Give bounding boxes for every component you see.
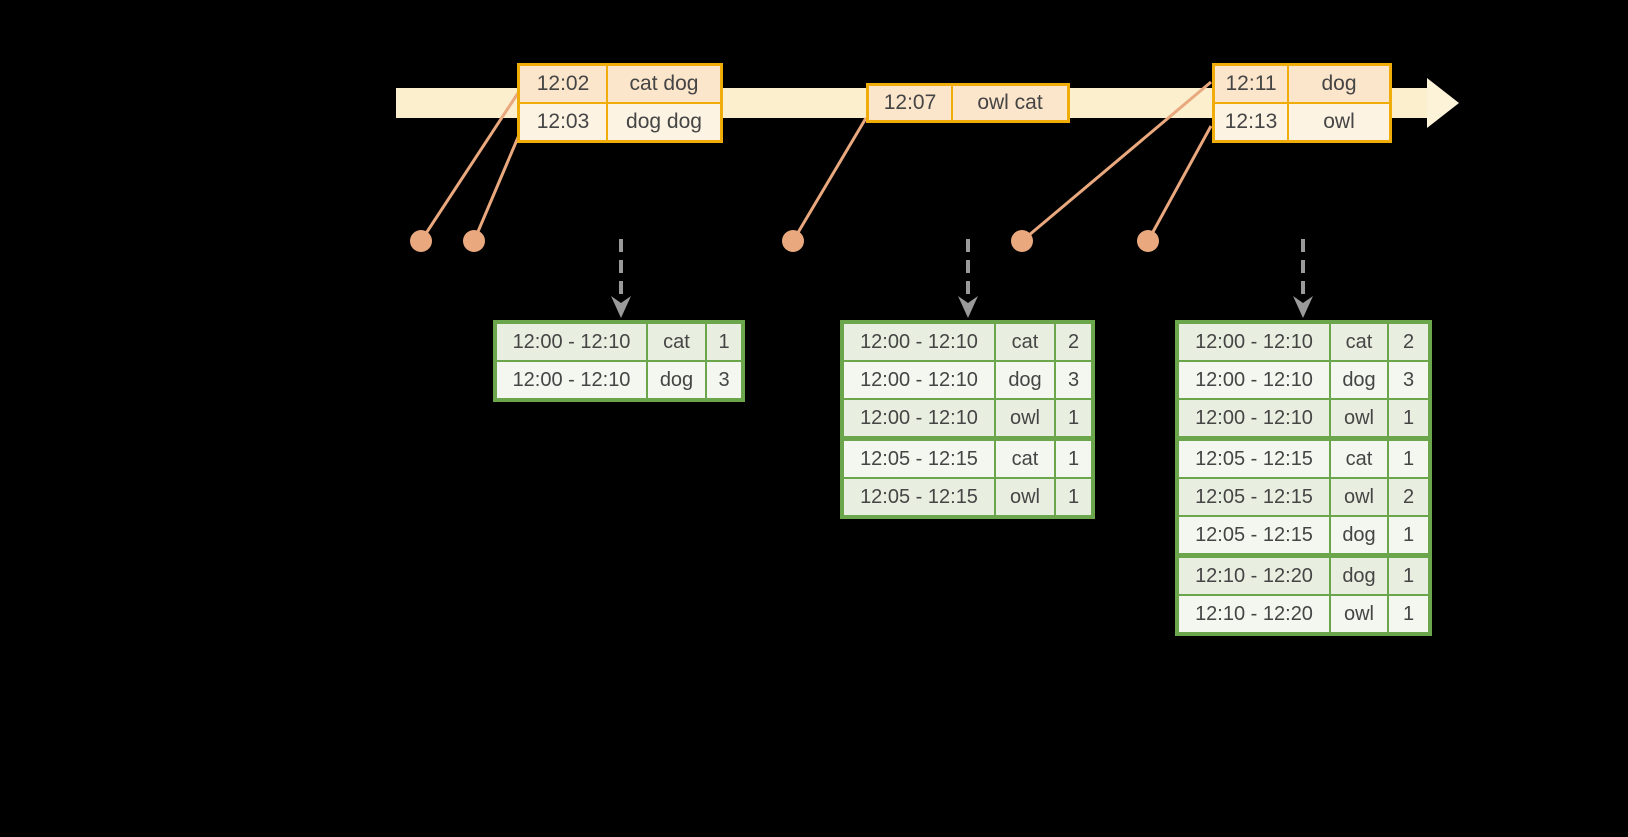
dashed-arrows [619,239,1305,299]
window-cell: 12:00 - 12:10 [1179,324,1329,360]
table-row: 12:05 - 12:15 owl 2 [1179,479,1428,515]
event-dot [782,230,804,252]
count-cell: 1 [1389,400,1428,436]
connector-line [472,127,524,242]
table-row: 12:05 - 12:15 cat 1 [1179,441,1428,477]
count-cell: 2 [1389,324,1428,360]
event-dots [410,230,1159,252]
count-cell: 3 [1389,362,1428,398]
count-cell: 3 [707,362,741,398]
table-row: 12:00 - 12:10 owl 1 [844,400,1091,436]
event-words-cell: cat dog [608,66,720,102]
event-words-cell: dog dog [608,104,720,140]
event-time-cell: 12:02 [520,66,606,102]
event-dot [463,230,485,252]
table-row: 12:10 - 12:20 dog 1 [1179,558,1428,594]
event-time-cell: 12:11 [1215,66,1287,102]
event-words-cell: dog [1289,66,1389,102]
result-table-1: 12:00 - 12:10 cat 1 12:00 - 12:10 dog 3 [493,320,745,402]
word-cell: owl [1331,400,1387,436]
connector-line [1021,80,1212,243]
connector-lines [419,80,1213,243]
event-dot [1011,230,1033,252]
word-cell: owl [1331,479,1387,515]
window-cell: 12:00 - 12:10 [844,362,994,398]
window-cell: 12:00 - 12:10 [497,324,646,360]
window-cell: 12:10 - 12:20 [1179,558,1329,594]
result-table-3: 12:00 - 12:10 cat 2 12:00 - 12:10 dog 3 … [1175,320,1432,636]
window-cell: 12:00 - 12:10 [1179,362,1329,398]
result-table-2: 12:00 - 12:10 cat 2 12:00 - 12:10 dog 3 … [840,320,1095,519]
table-row: 12:00 - 12:10 cat 1 [497,324,741,360]
window-cell: 12:05 - 12:15 [844,441,994,477]
event-words-cell: owl cat [953,86,1067,120]
table-row: 12:05 - 12:15 owl 1 [844,479,1091,515]
table-row: 12:00 - 12:10 dog 3 [1179,362,1428,398]
word-cell: dog [996,362,1054,398]
count-cell: 2 [1389,479,1428,515]
word-cell: owl [996,400,1054,436]
count-cell: 1 [1389,517,1428,553]
word-cell: cat [1331,441,1387,477]
table-row: 12:00 - 12:10 dog 3 [844,362,1091,398]
count-cell: 1 [1056,441,1091,477]
connector-line [419,89,522,242]
word-cell: owl [996,479,1054,515]
window-cell: 12:05 - 12:15 [1179,479,1329,515]
count-cell: 1 [1056,479,1091,515]
window-cell: 12:00 - 12:10 [844,324,994,360]
connector-line [1146,125,1213,242]
timeline-arrowhead-icon [1427,78,1459,128]
word-cell: cat [1331,324,1387,360]
count-cell: 1 [1389,441,1428,477]
table-row: 12:00 - 12:10 cat 2 [844,324,1091,360]
window-cell: 12:00 - 12:10 [844,400,994,436]
word-cell: dog [648,362,705,398]
table-row: 12:00 - 12:10 dog 3 [497,362,741,398]
table-row: 12:00 - 12:10 cat 2 [1179,324,1428,360]
table-row: 12:00 - 12:10 owl 1 [1179,400,1428,436]
word-cell: dog [1331,362,1387,398]
count-cell: 2 [1056,324,1091,360]
count-cell: 1 [707,324,741,360]
word-cell: cat [996,441,1054,477]
table-row: 12:10 - 12:20 owl 1 [1179,596,1428,632]
event-time-cell: 12:13 [1215,104,1287,140]
event-words-cell: owl [1289,104,1389,140]
event-table-2: 12:07 owl cat [866,83,1070,123]
window-cell: 12:00 - 12:10 [1179,400,1329,436]
word-cell: cat [648,324,705,360]
count-cell: 1 [1389,596,1428,632]
dashed-arrowheads [611,296,1313,318]
connector-line [791,117,868,242]
down-arrowhead-icon [958,296,978,318]
down-arrowhead-icon [611,296,631,318]
window-cell: 12:05 - 12:15 [844,479,994,515]
window-cell: 12:00 - 12:10 [497,362,646,398]
window-cell: 12:05 - 12:15 [1179,517,1329,553]
event-dot [410,230,432,252]
event-dot [1137,230,1159,252]
event-time-cell: 12:07 [869,86,951,120]
count-cell: 1 [1389,558,1428,594]
word-cell: owl [1331,596,1387,632]
table-row: 12:05 - 12:15 dog 1 [1179,517,1428,553]
window-cell: 12:05 - 12:15 [1179,441,1329,477]
word-cell: dog [1331,517,1387,553]
word-cell: dog [1331,558,1387,594]
event-table-1: 12:02 cat dog 12:03 dog dog [517,63,723,143]
down-arrowhead-icon [1293,296,1313,318]
event-table-3: 12:11 dog 12:13 owl [1212,63,1392,143]
window-cell: 12:10 - 12:20 [1179,596,1329,632]
table-row: 12:05 - 12:15 cat 1 [844,441,1091,477]
event-time-cell: 12:03 [520,104,606,140]
count-cell: 3 [1056,362,1091,398]
word-cell: cat [996,324,1054,360]
count-cell: 1 [1056,400,1091,436]
